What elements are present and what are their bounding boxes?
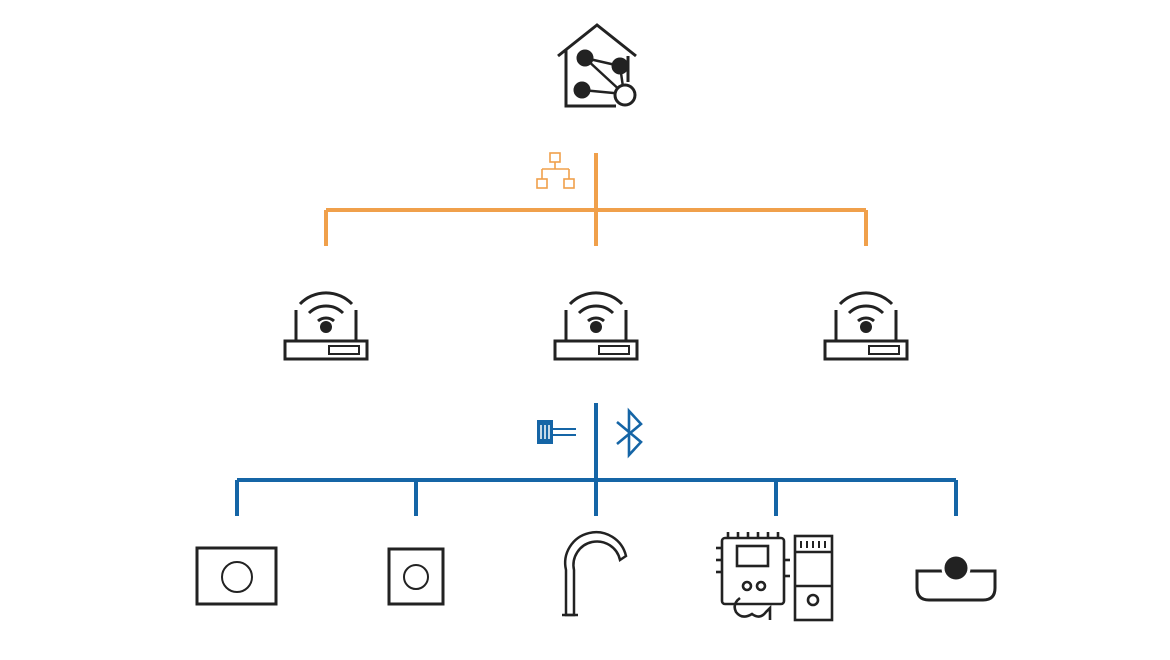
wifi-router-icon (823, 291, 909, 361)
gateway-3 (823, 291, 909, 361)
sensor-button-icon (915, 553, 997, 602)
power-supply (793, 534, 834, 622)
control-unit-and-power-supply-icon (716, 532, 834, 622)
large-flush-plate-icon (195, 546, 278, 606)
bluetooth-icon (616, 407, 643, 459)
gateway-2 (553, 291, 639, 361)
control-unit (716, 532, 790, 620)
wireless-bus (235, 403, 958, 516)
wifi-router-icon (283, 291, 369, 361)
faucet-icon (562, 530, 628, 617)
wifi-router-icon (553, 291, 639, 361)
smart-home-network-icon (557, 23, 637, 108)
gateway-1 (283, 291, 369, 361)
ethernet-network-icon (536, 152, 575, 189)
wired-connector-icon (537, 420, 576, 444)
small-flush-plate-icon (387, 547, 445, 606)
ethernet-bus (324, 153, 868, 246)
